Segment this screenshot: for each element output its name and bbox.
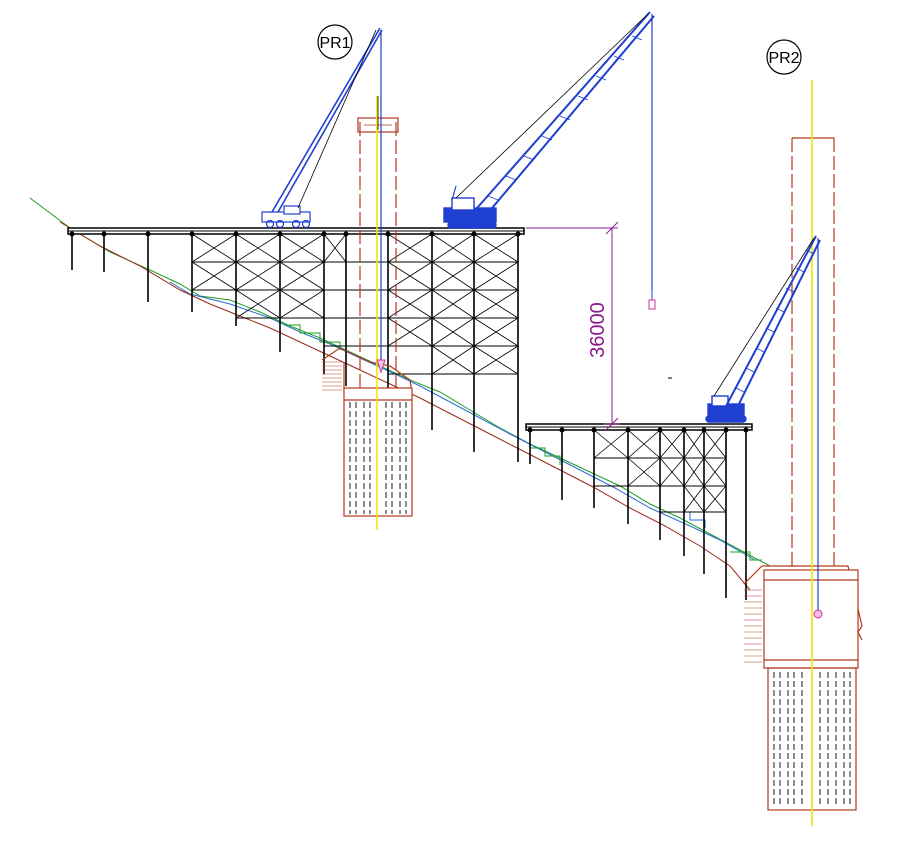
upper-pile-caps bbox=[69, 231, 521, 237]
lower-crawler-bracing bbox=[735, 249, 815, 393]
terrain-step-line-3 bbox=[670, 511, 706, 528]
terrain-step-line-4 bbox=[730, 551, 762, 561]
terrain-step-line bbox=[285, 324, 341, 350]
lower-pile-caps bbox=[527, 427, 749, 433]
truck-crane-body bbox=[261, 205, 311, 229]
pier-pr1: PR1 bbox=[317, 24, 413, 530]
pier-pr2: PR2 bbox=[743, 39, 863, 826]
upper-piles bbox=[71, 234, 519, 462]
terrain-blue-line bbox=[169, 281, 756, 561]
height-dimension bbox=[526, 221, 620, 431]
crawler-boom-bracing bbox=[487, 35, 643, 201]
lower-crawler-boom bbox=[723, 235, 821, 415]
pr2-hatch bbox=[744, 589, 762, 663]
pr2-label: PR2 bbox=[768, 50, 799, 67]
truck-crane-stay bbox=[297, 29, 377, 209]
pr2-foundation bbox=[743, 565, 863, 669]
crawler-pendant bbox=[455, 13, 649, 199]
lower-trestle bbox=[525, 423, 753, 600]
pr1-foundation bbox=[321, 347, 413, 517]
pr1-label-circle bbox=[317, 24, 353, 60]
crawler-boom-lattice bbox=[469, 11, 655, 221]
pr2-column bbox=[791, 137, 835, 566]
lower-piles bbox=[529, 430, 747, 600]
pr1-label: PR1 bbox=[319, 35, 350, 52]
truck-crane-boom bbox=[271, 27, 383, 213]
crawler-backstay bbox=[451, 185, 457, 201]
lower-crawler-hook bbox=[813, 609, 823, 619]
pr1-piles bbox=[349, 402, 407, 514]
upper-trestle bbox=[67, 227, 525, 462]
upper-ties bbox=[192, 261, 518, 375]
crane-truck-pr1 bbox=[261, 27, 386, 374]
upper-bracing bbox=[191, 233, 519, 375]
height-dimension-text: 36000 bbox=[587, 302, 609, 358]
pr1-hatch bbox=[322, 361, 342, 391]
pr1-column bbox=[357, 117, 399, 392]
truck-crane-hook bbox=[376, 359, 386, 374]
crawler-hook bbox=[648, 288, 656, 310]
pr2-label-circle bbox=[766, 39, 802, 75]
terrain-step-line-2 bbox=[530, 447, 561, 465]
pr2-piles bbox=[773, 672, 851, 806]
crane-crawler-upper bbox=[443, 11, 656, 310]
crane-crawler-lower bbox=[705, 235, 823, 619]
lower-crawler-pendant bbox=[713, 237, 815, 397]
lower-bracing bbox=[593, 429, 727, 513]
